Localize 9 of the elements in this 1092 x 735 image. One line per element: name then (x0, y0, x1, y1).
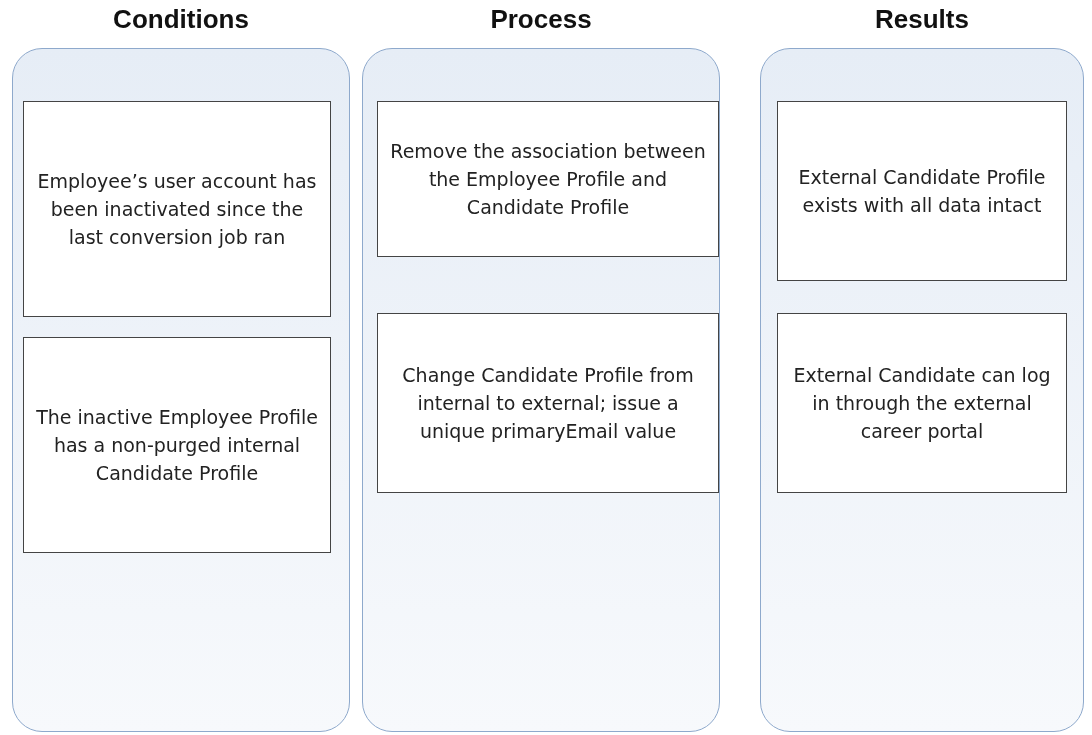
column-heading: Process (489, 4, 593, 35)
text-box: Remove the association between the Employee Profile and Candidate Profile (377, 101, 719, 257)
text-box: Change Candidate Profile from internal to external; issue a unique primaryEmail value (377, 313, 719, 493)
column-heading: Conditions (112, 4, 250, 35)
column-heading: Results (874, 4, 970, 35)
text-box: External Candidate Profile exists with all data intact (777, 101, 1067, 281)
text-box: The inactive Employee Profile has a non-purged internal Candidate Profile (23, 337, 331, 553)
text-box: Employee’s user account has been inactivated since the last conversion job ran (23, 101, 331, 317)
text-box: External Candidate can log in through the external career portal (777, 313, 1067, 493)
